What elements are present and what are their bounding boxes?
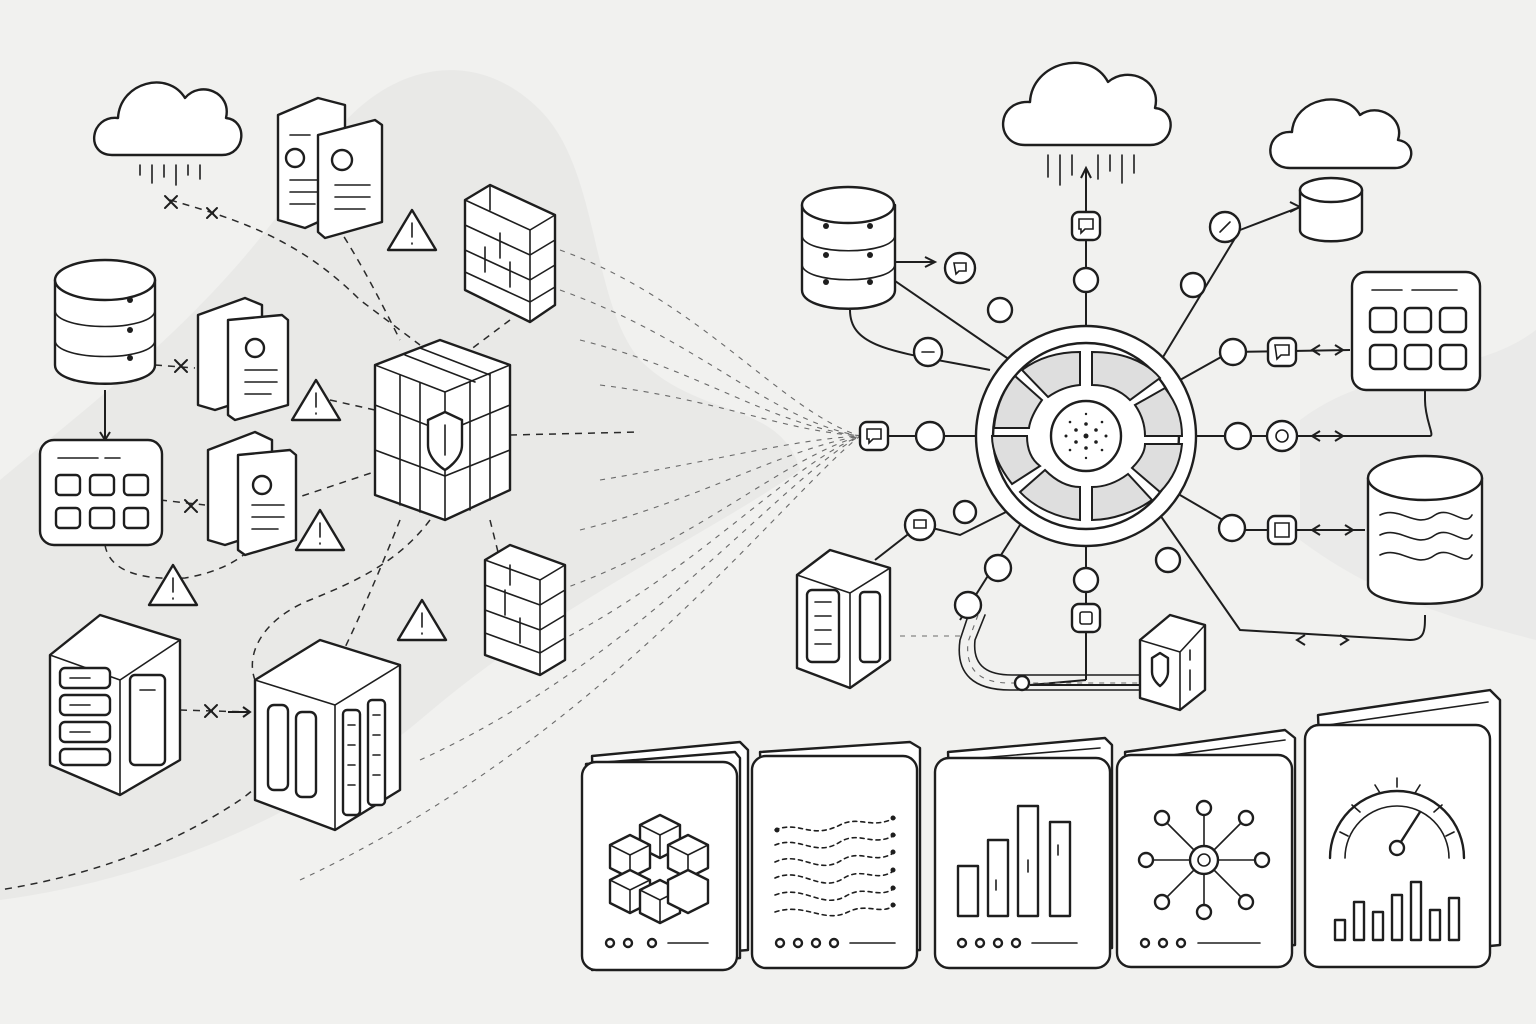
gauge-icon <box>1328 777 1466 942</box>
cloud-storage-icon <box>1269 98 1413 243</box>
dashboard-card[interactable] <box>1303 688 1502 969</box>
modules-icon <box>608 813 710 925</box>
message-icon <box>1266 336 1298 368</box>
funnel-lines <box>299 249 861 881</box>
security-cube-icon <box>373 338 512 522</box>
firewall-icon <box>483 543 567 677</box>
arrow-heads <box>924 165 1355 646</box>
document-icon <box>206 430 298 557</box>
document-icon <box>276 96 384 240</box>
message-icon <box>858 420 890 452</box>
dashboard-card[interactable] <box>933 736 1114 970</box>
message-icon <box>1070 210 1102 242</box>
warning-icons <box>147 208 448 642</box>
cloud-icon <box>93 81 243 186</box>
server-rack-icon <box>253 638 402 832</box>
database-icon <box>53 258 157 385</box>
central-hub-icon <box>974 324 1198 548</box>
app-grid-icon <box>1350 270 1482 392</box>
connector-nodes <box>858 210 1299 634</box>
warning-icon <box>386 208 438 252</box>
firewall-icon <box>463 183 557 324</box>
broken-link-marks <box>164 195 218 718</box>
fragmented-systems-cluster <box>0 81 861 891</box>
warning-icon <box>147 563 199 607</box>
message-icon <box>1266 514 1298 546</box>
dashboard-card[interactable] <box>750 740 922 970</box>
network-graph-icon <box>1137 799 1271 921</box>
warning-icon <box>294 508 346 552</box>
server-rack-icon <box>48 613 182 797</box>
bar-chart-icon <box>956 804 1072 918</box>
warning-icon <box>396 598 448 642</box>
dashboard-card[interactable] <box>580 740 750 972</box>
data-lake-icon <box>1366 454 1484 605</box>
integrated-systems-cluster <box>795 61 1484 712</box>
cloud-icon <box>1001 61 1172 186</box>
dashboard-card[interactable] <box>1115 728 1297 969</box>
database-icon <box>800 185 897 310</box>
flow-lines-icon <box>774 815 896 917</box>
dashboard-cards <box>580 688 1502 972</box>
warning-icon <box>290 378 342 422</box>
pipeline <box>900 609 1141 692</box>
message-icon <box>1070 602 1102 634</box>
server-rack-icon <box>795 548 892 690</box>
secure-server-icon <box>1138 613 1207 712</box>
document-icon <box>196 296 290 422</box>
app-grid-icon <box>38 438 164 547</box>
